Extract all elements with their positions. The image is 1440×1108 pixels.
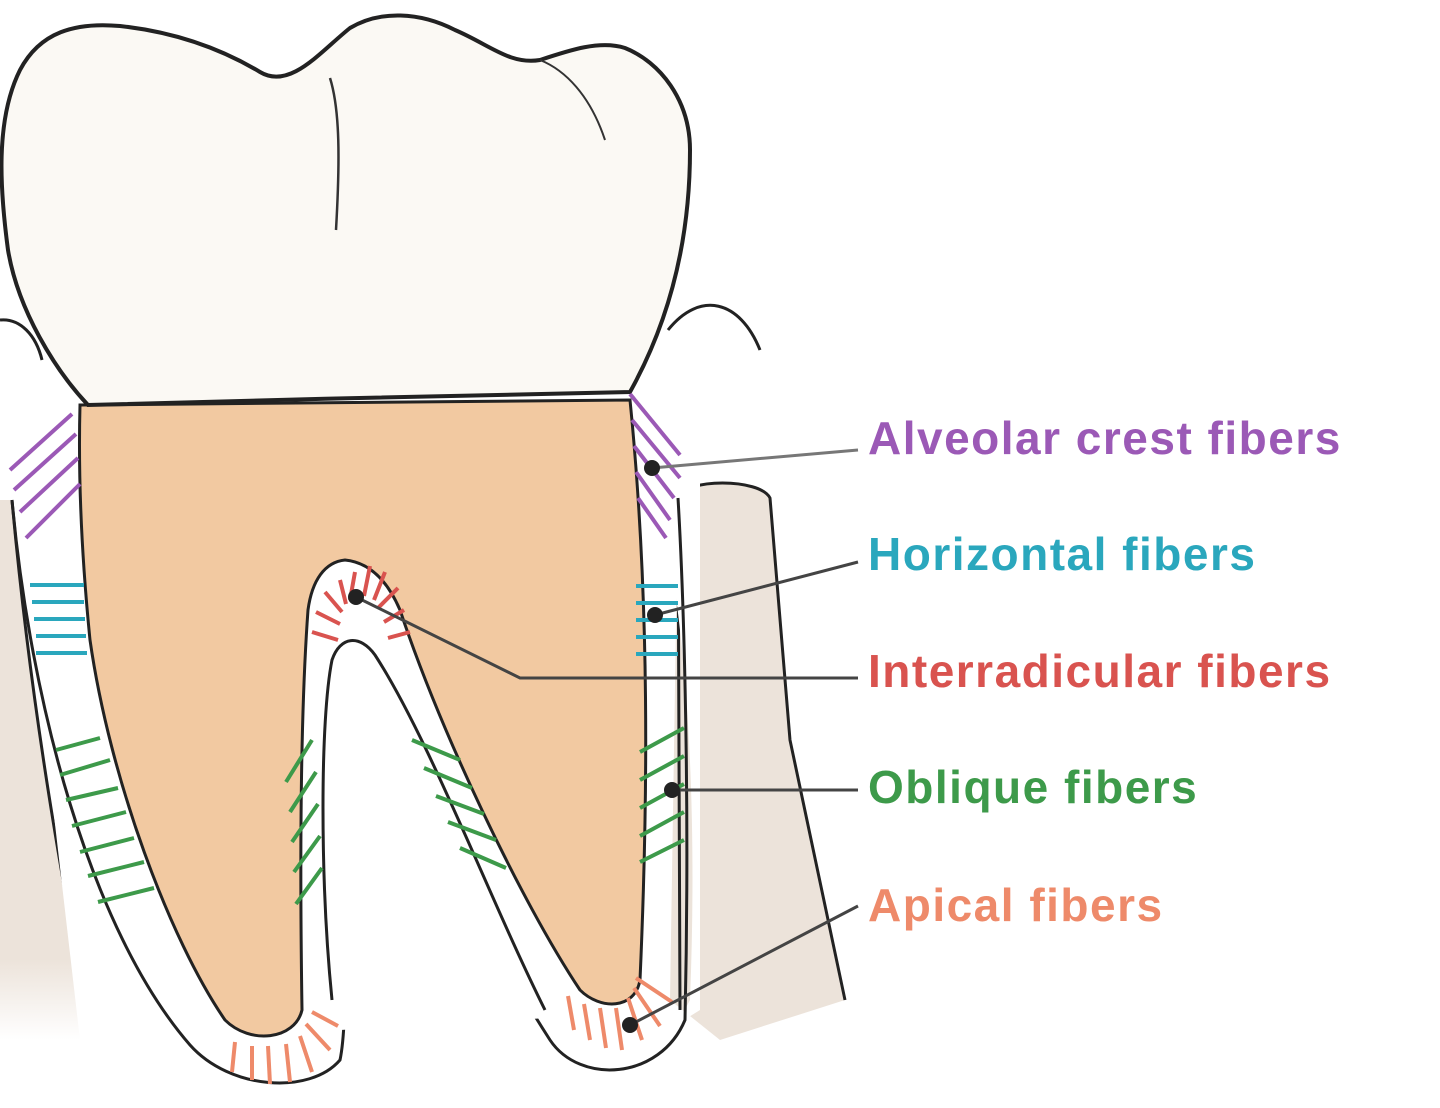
- septum-outline: [321, 639, 547, 1011]
- leader-interradicular: [355, 595, 858, 680]
- leader-lines: [355, 448, 859, 1027]
- label-apical-fibers: Apical fibers: [868, 879, 1164, 931]
- right-alveolar-bone: [670, 483, 845, 1040]
- dot-interradicular: [348, 589, 364, 605]
- left-gingiva: [0, 318, 44, 361]
- label-interradicular-fibers: Interradicular fibers: [868, 645, 1332, 697]
- oblique-fibers: [55, 726, 685, 906]
- leader-apical: [629, 904, 859, 1027]
- leader-dots: [348, 460, 680, 1033]
- label-oblique-fibers: Oblique fibers: [868, 761, 1199, 813]
- horizontal-fibers: [30, 583, 678, 656]
- alveolar-crest-fibers: [8, 392, 682, 540]
- left-alveolar-bone: [0, 500, 90, 1040]
- dot-horizontal: [647, 607, 663, 623]
- apical-fibers: [230, 976, 674, 1085]
- tooth-crown: [0, 13, 693, 408]
- dot-alveolar-crest: [644, 460, 660, 476]
- crown-groove-right: [539, 59, 606, 141]
- leader-alveolar-crest: [651, 448, 859, 470]
- right-gingiva: [666, 303, 762, 351]
- dot-oblique: [664, 782, 680, 798]
- leader-horizontal: [654, 560, 859, 617]
- label-alveolar-crest-fibers: Alveolar crest fibers: [868, 412, 1342, 464]
- label-horizontal-fibers: Horizontal fibers: [868, 528, 1257, 580]
- dot-apical: [622, 1017, 638, 1033]
- crown-groove-center: [328, 77, 340, 231]
